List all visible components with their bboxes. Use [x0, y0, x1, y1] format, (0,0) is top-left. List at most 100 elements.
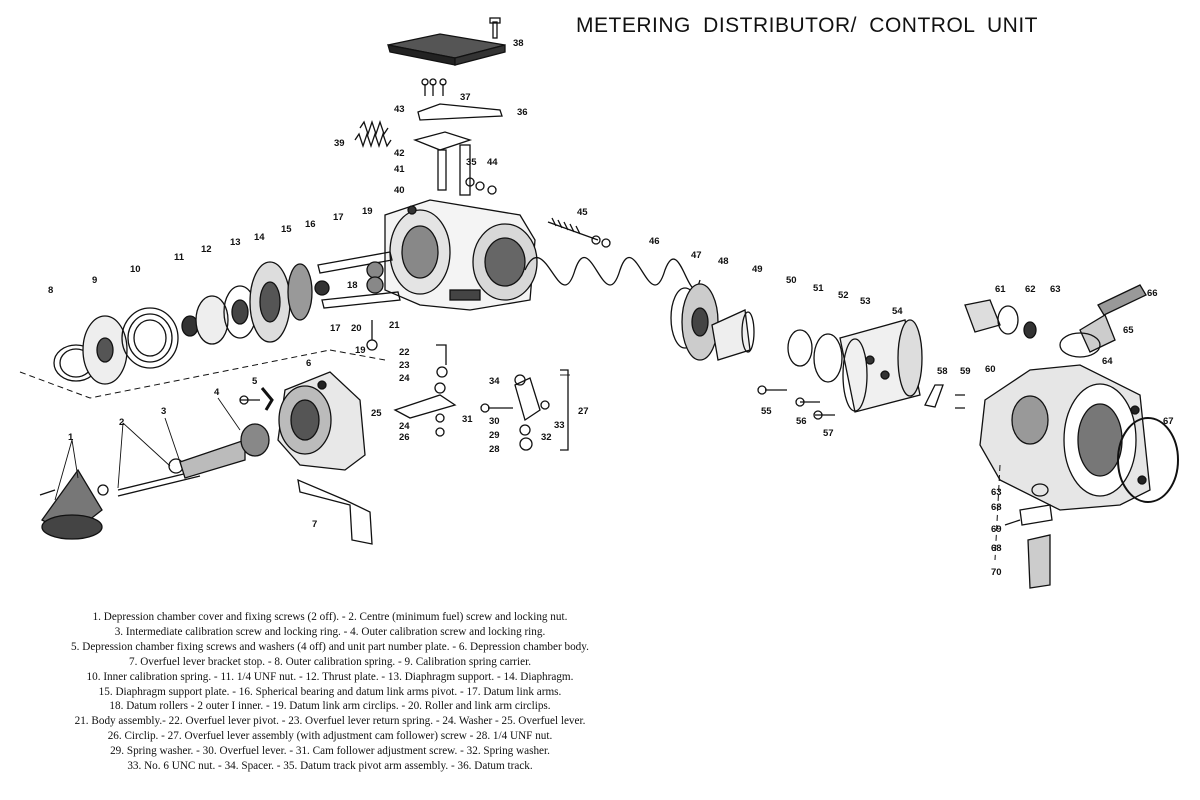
diaphragm-stack	[53, 261, 330, 385]
bracket-part-7	[297, 478, 373, 545]
part-label-2: 2	[119, 417, 124, 428]
part-label-17b: 17	[330, 323, 341, 334]
datum-track-part	[417, 78, 503, 121]
part-label-61: 61	[995, 284, 1006, 295]
part-label-68a: 68	[991, 502, 1002, 513]
part-label-65: 65	[1123, 325, 1134, 336]
part-label-16: 16	[305, 219, 316, 230]
plunger-49	[711, 309, 755, 361]
part-label-26: 26	[399, 432, 410, 443]
bracket-58-59	[924, 384, 965, 409]
part-label-8: 8	[48, 285, 53, 296]
part-label-63b: 63	[991, 487, 1002, 498]
part-label-12: 12	[201, 244, 212, 255]
o-ring-67	[1117, 417, 1179, 503]
part-label-36: 36	[517, 107, 528, 118]
legend-line: 33. No. 6 UNC nut. - 34. Spacer. - 35. D…	[127, 760, 533, 773]
part-label-27: 27	[578, 406, 589, 417]
pins-55-57	[757, 385, 835, 420]
legend-line: 26. Circlip. - 27. Overfuel lever assemb…	[107, 730, 553, 743]
valve-68-70	[1004, 483, 1053, 589]
legend-line: 1. Depression chamber cover and fixing s…	[92, 611, 568, 623]
part-label-11: 11	[174, 252, 185, 263]
exploded-parts-diagram: 1 2 3 4 5 6 7 8 9 10 11 12 13 14 15 16 1…	[19, 17, 1179, 589]
part-label-7: 7	[312, 519, 317, 530]
part-label-43: 43	[394, 104, 405, 115]
part-label-67: 67	[1163, 416, 1174, 427]
part-label-68b: 68	[991, 543, 1002, 554]
main-spring-46	[524, 256, 701, 290]
valve-61-66	[964, 284, 1147, 358]
housing-60	[979, 364, 1151, 511]
part-label-9: 9	[92, 275, 97, 286]
part-label-24b: 24	[399, 421, 410, 432]
part-label-70: 70	[991, 567, 1002, 578]
part-label-13: 13	[230, 237, 241, 248]
screw-part-3-4	[179, 423, 270, 479]
diaphragm-47-48	[670, 283, 719, 361]
part-label-5: 5	[252, 376, 258, 387]
legend-line: 15. Diaphragm support plate. - 16. Spher…	[98, 685, 562, 698]
part-label-55: 55	[761, 406, 772, 417]
part-label-19b: 19	[355, 345, 366, 356]
part-label-46: 46	[649, 236, 660, 247]
part-label-44: 44	[487, 157, 498, 168]
part-label-69: 69	[991, 524, 1002, 535]
part-label-29: 29	[489, 430, 500, 441]
legend-line: 18. Datum rollers - 2 outer I inner. - 1…	[109, 700, 551, 713]
diagram-title: METERING DISTRIBUTOR/ CONTROL UNIT	[576, 14, 1039, 37]
part-label-22: 22	[399, 347, 410, 358]
part-label-64: 64	[1102, 356, 1113, 367]
screw-part-5	[239, 387, 274, 411]
pin-45	[547, 217, 611, 248]
part-label-19a: 19	[362, 206, 373, 217]
part-label-32: 32	[541, 432, 552, 443]
part-label-31: 31	[462, 414, 473, 425]
body-assembly-21	[384, 199, 538, 311]
part-label-57: 57	[823, 428, 834, 439]
part-label-33: 33	[554, 420, 565, 431]
cover-part-1	[39, 468, 109, 540]
part-label-37: 37	[460, 92, 471, 103]
spring-39	[354, 119, 392, 149]
part-label-21: 21	[389, 320, 400, 331]
legend-line: 5. Depression chamber fixing screws and …	[71, 640, 589, 653]
part-label-50: 50	[786, 275, 797, 286]
part-label-30: 30	[489, 416, 500, 427]
legend-line: 21. Body assembly.- 22. Overfuel lever p…	[74, 715, 586, 728]
part-label-47: 47	[691, 250, 702, 261]
part-label-48: 48	[718, 256, 729, 267]
legend-line: 10. Inner calibration spring. - 11. 1/4 …	[86, 670, 574, 683]
part-label-53: 53	[860, 296, 871, 307]
pivot-arm-part	[412, 131, 497, 196]
sleeve-51-54	[787, 319, 923, 413]
part-label-3: 3	[161, 406, 166, 417]
datum-link-arms	[317, 251, 401, 351]
part-label-63a: 63	[1050, 284, 1061, 295]
part-label-1: 1	[68, 432, 74, 443]
part-label-49: 49	[752, 264, 763, 275]
depression-chamber-6	[277, 371, 366, 471]
part-label-6: 6	[306, 358, 311, 369]
part-label-51: 51	[813, 283, 824, 294]
overfuel-lever-assembly	[393, 344, 569, 451]
part-label-52: 52	[838, 290, 849, 301]
legend-line: 3. Intermediate calibration screw and lo…	[114, 625, 546, 638]
part-label-10: 10	[130, 264, 141, 275]
part-label-38: 38	[513, 38, 524, 49]
parts-legend: 1. Depression chamber cover and fixing s…	[0, 610, 660, 774]
part-label-42: 42	[394, 148, 405, 159]
part-label-56: 56	[796, 416, 807, 427]
part-label-45: 45	[577, 207, 588, 218]
part-label-35: 35	[466, 157, 477, 168]
part-label-17a: 17	[333, 212, 344, 223]
part-label-4: 4	[214, 387, 220, 398]
part-label-18: 18	[347, 280, 358, 291]
part-label-34: 34	[489, 376, 500, 387]
part-label-66: 66	[1147, 288, 1158, 299]
part-label-39: 39	[334, 138, 345, 149]
part-label-14: 14	[254, 232, 265, 243]
part-label-60: 60	[985, 364, 996, 375]
part-label-40: 40	[394, 185, 405, 196]
part-label-58: 58	[937, 366, 948, 377]
